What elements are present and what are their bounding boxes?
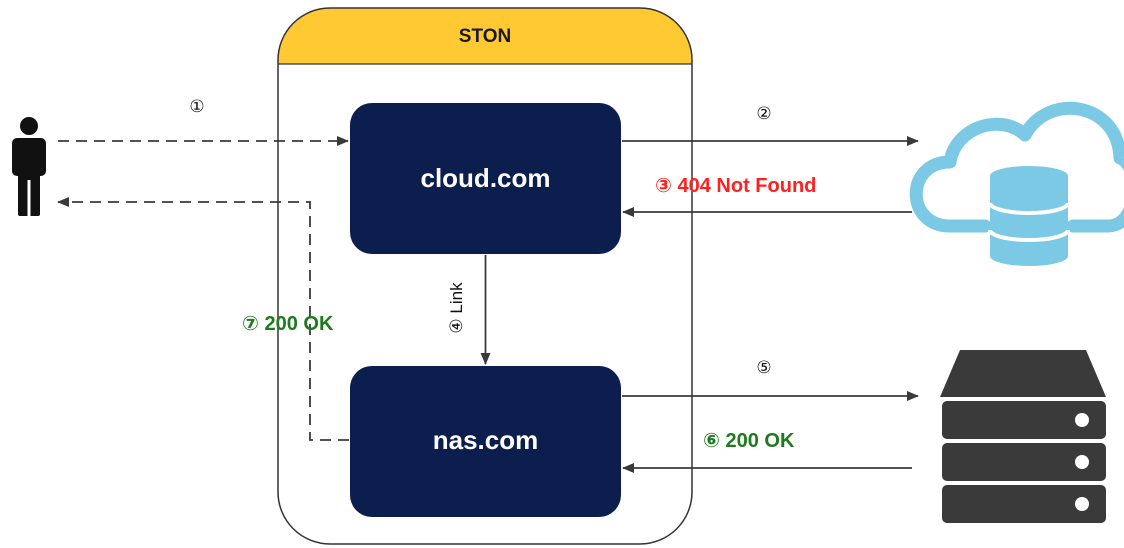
step-6-label: ⑥ 200 OK (703, 430, 795, 452)
container-title: STON (459, 26, 511, 47)
step-2-label: ② (756, 104, 771, 123)
step-1-label: ① (189, 97, 204, 116)
node-cloud-com-label: cloud.com (420, 163, 550, 193)
node-nas-com-label: nas.com (433, 425, 539, 455)
container-header (278, 8, 692, 64)
arrow-nas-to-client (57, 197, 349, 441)
server-icon (940, 350, 1106, 523)
step-7-label: ⑦ 200 OK (242, 313, 334, 335)
step-5-label: ⑤ (756, 358, 771, 377)
node-nas-com[interactable]: nas.com (350, 366, 621, 517)
person-icon (12, 117, 46, 216)
arrows (57, 136, 919, 473)
step-3-label: ③ 404 Not Found (655, 175, 816, 197)
cloud-database-icon (909, 101, 1124, 266)
node-cloud-com[interactable]: cloud.com (350, 103, 621, 254)
step-4-label: ④ Link (447, 282, 466, 334)
